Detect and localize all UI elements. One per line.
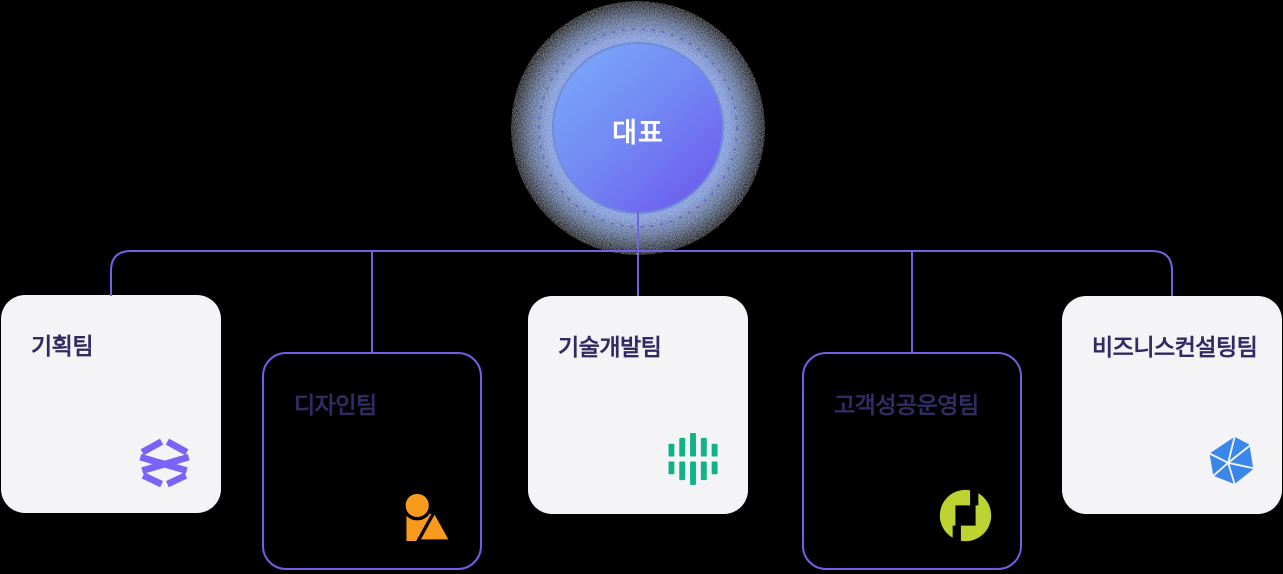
- team-card-tech: 기술개발팀: [528, 296, 748, 514]
- team-name: 비즈니스컨설팅팀: [1092, 334, 1258, 360]
- team-card-planning: 기획팀: [1, 295, 221, 513]
- ceo-node-circle: [511, 1, 765, 255]
- hex-weave-icon: [133, 431, 196, 489]
- team-name: 고객성공운영팀: [834, 392, 979, 418]
- team-card-customer-success: 고객성공운영팀: [802, 352, 1022, 570]
- team-name: 디자인팀: [294, 392, 377, 418]
- dashed-ring: [538, 28, 738, 228]
- shapes-icon: [399, 490, 454, 543]
- pinwheel-icon: [938, 488, 993, 543]
- equalizer-icon: [665, 433, 723, 485]
- ceo-label: 대표: [612, 118, 664, 148]
- team-name: 기획팀: [31, 333, 93, 359]
- polyhedron-icon: [1204, 434, 1256, 486]
- team-card-consulting: 비즈니스컨설팅팀: [1062, 296, 1282, 514]
- team-name: 기술개발팀: [558, 334, 662, 360]
- team-card-design: 디자인팀: [262, 352, 482, 570]
